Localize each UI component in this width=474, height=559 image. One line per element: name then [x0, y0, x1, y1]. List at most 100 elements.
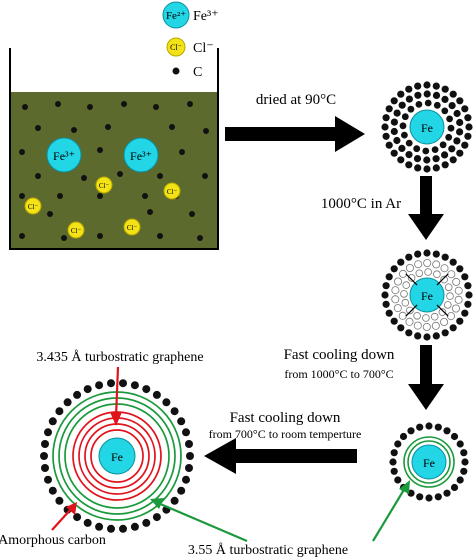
carbon-dot [450, 483, 459, 492]
carbon-dot [147, 209, 153, 215]
carbon-dot [425, 422, 433, 430]
cl-ion-legend-symbol: Cl⁻ [170, 43, 182, 52]
carbon-dot [382, 114, 390, 122]
carbon-dot [407, 427, 415, 435]
carbon-dot [456, 118, 464, 127]
carbon-dot [19, 193, 25, 199]
beaker-liquid [10, 92, 218, 249]
particle-annealed-fe-label: Fe [421, 289, 433, 303]
arrow-down-2 [408, 345, 444, 410]
carbon-dot [186, 452, 194, 460]
carbon-dot [63, 398, 72, 407]
carbon-dot [382, 282, 390, 290]
carbon-dot [390, 467, 398, 475]
carbon-dot [397, 156, 405, 164]
carbon-dot [170, 496, 179, 505]
carbon-dot [48, 486, 57, 495]
beaker-walls [9, 48, 219, 250]
carbon-dot [432, 82, 440, 90]
carbon-dot [441, 329, 449, 337]
carbon-dot [398, 101, 406, 109]
cl-ion-label: Cl⁻ [99, 182, 110, 190]
amorphous-carbon-pointer [51, 508, 72, 531]
carbon-dot [157, 233, 163, 239]
carbon-dot [432, 155, 440, 163]
carbon-dot [434, 423, 442, 431]
carbon-dot [464, 132, 472, 140]
carbon-dot [185, 440, 193, 448]
carbon-dot [461, 273, 469, 281]
carbon-dot [153, 104, 159, 110]
carbon-dot [405, 161, 413, 169]
carbon-dot [449, 324, 457, 332]
cl-ion [95, 176, 113, 194]
dissolved-carbon [424, 268, 432, 276]
carbon-dot [441, 253, 449, 261]
carbon-dot [460, 449, 468, 457]
carbon-dot [446, 115, 453, 123]
carbon-dot [407, 489, 415, 497]
carbon-dot [121, 101, 127, 107]
particle-annealed-dissolved-carbon [391, 258, 463, 331]
carbon-dot [456, 149, 464, 157]
carbon-dot [414, 91, 422, 99]
carbon-dot [97, 193, 103, 199]
carbon-dot [152, 390, 161, 399]
carbon-dot [390, 97, 398, 105]
dissolved-carbon [414, 260, 423, 269]
dissolved-carbon [393, 304, 402, 313]
dissolved-carbon [422, 322, 431, 331]
carbon-dot [461, 458, 469, 466]
carbon-dot [95, 522, 104, 531]
carbon-dot [119, 524, 127, 533]
carbon-dot [433, 101, 441, 109]
carbon-dot [441, 95, 449, 103]
carbon-dot [83, 518, 92, 527]
carbon-dot [423, 156, 431, 164]
carbon-dot [425, 494, 433, 502]
carbon-legend-icon [172, 67, 180, 75]
carbon-dot [41, 440, 49, 448]
fe-ion-legend-text: Fe³⁺ [193, 9, 219, 24]
carbon-dot [434, 493, 442, 501]
dissolved-carbon [430, 312, 439, 321]
graphene-355-label: 3.55 Å turbostratic graphene [188, 542, 348, 558]
carbon-dot [423, 165, 431, 173]
carbon-dot [152, 513, 161, 522]
carbon-dot [189, 211, 195, 217]
dissolved-carbon [391, 295, 400, 304]
process-arrows [204, 116, 444, 474]
carbon-dot [423, 249, 431, 257]
carbon-dot [385, 309, 393, 317]
dissolved-carbon [422, 314, 430, 322]
particle-700c: Fe [389, 422, 469, 502]
carbon-dot [381, 123, 389, 131]
carbon-dot [22, 104, 28, 110]
carbon-dot [394, 476, 402, 484]
carbon-dot [449, 258, 457, 266]
carbon-dot [464, 282, 472, 290]
carbon-dot [202, 173, 208, 179]
carbon-dot [423, 333, 431, 341]
carbon-dot [107, 379, 115, 388]
dissolved-carbon [444, 283, 453, 292]
carbon-dot [177, 417, 186, 426]
carbon-dot [415, 101, 423, 108]
particle-700c-fe-label: Fe [423, 456, 435, 470]
dissolved-carbon [405, 317, 414, 326]
graphene-355-pointer-left [157, 501, 248, 543]
carbon-dot [393, 136, 401, 145]
dissolved-carbon [454, 286, 463, 295]
diffusion-arrow [436, 304, 449, 317]
carbon-dot [424, 99, 432, 107]
cl-ion-label: Cl⁻ [71, 227, 82, 235]
dissolved-carbon [440, 264, 449, 273]
arrow-left [204, 438, 357, 474]
particle-dried-fe-core [409, 109, 445, 145]
carbon-dot [203, 128, 209, 134]
carbon-dot [464, 300, 472, 308]
carbon-dot [35, 173, 41, 179]
carbon-dot [71, 127, 77, 133]
dissolved-carbon [446, 312, 455, 321]
particle-annealed-fe-core [409, 277, 445, 313]
